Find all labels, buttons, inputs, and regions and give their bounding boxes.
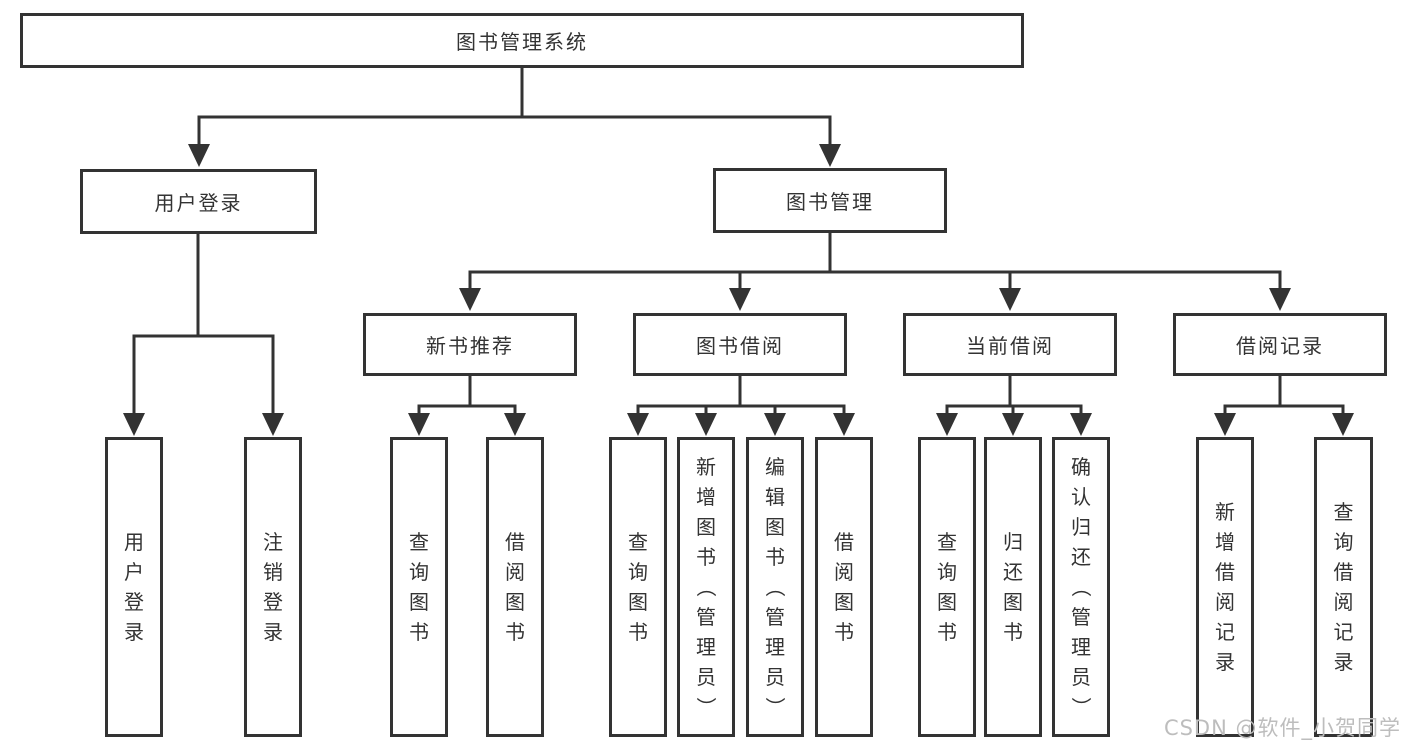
arrow-down-icon	[262, 413, 284, 436]
node-book-management: 图书管理	[713, 168, 947, 233]
arrow-down-icon	[819, 144, 841, 167]
node-root-label: 图书管理系统	[456, 30, 588, 54]
node-borrow-records: 借阅记录	[1173, 313, 1387, 376]
node-cb-confirm-return-admin-label: 确认归还（管理员）	[1069, 455, 1093, 717]
node-cb-return-book-label: 归还图书	[1003, 530, 1023, 644]
node-bb-edit-book-admin: 编辑图书（管理员）	[746, 437, 804, 737]
node-nb-borrow-book-label: 借阅图书	[505, 530, 525, 644]
arrow-down-icon	[627, 413, 649, 436]
node-logout-label: 注销登录	[263, 530, 283, 644]
arrow-down-icon	[504, 413, 526, 436]
node-current-borrow-label: 当前借阅	[966, 334, 1054, 358]
arrow-down-icon	[188, 144, 210, 167]
node-bb-add-book-admin-label: 新增图书（管理员）	[694, 455, 718, 717]
node-nb-query-book-label: 查询图书	[409, 530, 429, 644]
node-new-book-recommend: 新书推荐	[363, 313, 577, 376]
node-br-add-record: 新增借阅记录	[1196, 437, 1254, 737]
arrow-down-icon	[1002, 413, 1024, 436]
node-bb-query-book-label: 查询图书	[628, 530, 648, 644]
arrow-down-icon	[1269, 288, 1291, 311]
node-bb-add-book-admin: 新增图书（管理员）	[677, 437, 735, 737]
node-borrow-records-label: 借阅记录	[1236, 334, 1324, 358]
node-root: 图书管理系统	[20, 13, 1024, 68]
node-login-label: 用户登录	[124, 530, 144, 644]
node-current-borrow: 当前借阅	[903, 313, 1117, 376]
node-user-login: 用户登录	[80, 169, 317, 234]
node-bb-borrow-book-label: 借阅图书	[834, 530, 854, 644]
node-cb-return-book: 归还图书	[984, 437, 1042, 737]
node-logout: 注销登录	[244, 437, 302, 737]
arrowheads	[123, 144, 1354, 436]
node-bb-query-book: 查询图书	[609, 437, 667, 737]
arrow-down-icon	[764, 413, 786, 436]
node-login: 用户登录	[105, 437, 163, 737]
node-book-borrow: 图书借阅	[633, 313, 847, 376]
arrow-down-icon	[1332, 413, 1354, 436]
arrow-down-icon	[1214, 413, 1236, 436]
csdn-watermark: CSDN @软件_小贺同学	[1163, 716, 1401, 740]
arrow-down-icon	[695, 413, 717, 436]
arrow-down-icon	[729, 288, 751, 311]
arrow-down-icon	[123, 413, 145, 436]
node-book-borrow-label: 图书借阅	[696, 334, 784, 358]
node-new-book-recommend-label: 新书推荐	[426, 334, 514, 358]
node-br-query-record: 查询借阅记录	[1314, 437, 1373, 737]
node-book-management-label: 图书管理	[786, 190, 874, 214]
node-cb-query-book: 查询图书	[918, 437, 976, 737]
arrow-down-icon	[999, 288, 1021, 311]
node-cb-confirm-return-admin: 确认归还（管理员）	[1052, 437, 1110, 737]
arrow-down-icon	[833, 413, 855, 436]
node-bb-borrow-book: 借阅图书	[815, 437, 873, 737]
node-br-query-record-label: 查询借阅记录	[1333, 500, 1354, 674]
node-bb-edit-book-admin-label: 编辑图书（管理员）	[763, 455, 787, 717]
node-cb-query-book-label: 查询图书	[937, 530, 957, 644]
arrow-down-icon	[936, 413, 958, 436]
arrow-down-icon	[1070, 413, 1092, 436]
node-br-add-record-label: 新增借阅记录	[1215, 500, 1235, 674]
node-user-login-label: 用户登录	[154, 191, 243, 215]
node-nb-query-book: 查询图书	[390, 437, 448, 737]
node-nb-borrow-book: 借阅图书	[486, 437, 544, 737]
arrow-down-icon	[408, 413, 430, 436]
connector-lines	[132, 68, 1345, 413]
arrow-down-icon	[459, 288, 481, 311]
